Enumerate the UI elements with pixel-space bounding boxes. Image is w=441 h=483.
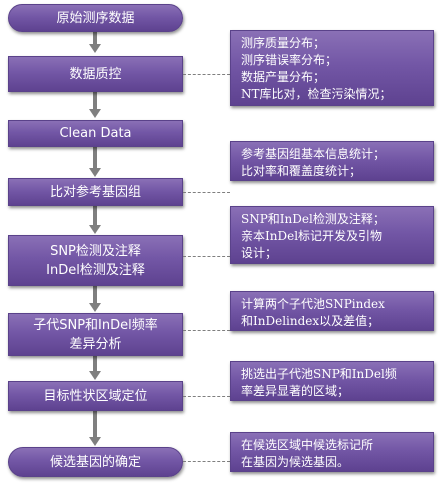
note-variant-line-2: 亲本InDel标记开发及引物	[241, 229, 383, 243]
arrow-4	[93, 206, 97, 225]
connector-alignment	[183, 192, 230, 193]
step-candidate-genes: 候选基因的确定	[8, 447, 183, 477]
step-quality-control: 数据质控	[8, 56, 183, 92]
step-variant-calling: SNP检测及注释 InDel检测及注释	[8, 235, 183, 286]
note-qc-line-4: NT库比对，检查污染情况；	[241, 87, 392, 101]
step-variant-calling-line-1: SNP检测及注释	[50, 243, 141, 259]
arrow-6-head	[89, 371, 101, 380]
note-frequency-line-1: 计算两个子代池SNPindex	[241, 297, 385, 311]
step-region-mapping-label: 目标性状区域定位	[43, 388, 148, 404]
step-clean-data-label: Clean Data	[59, 126, 132, 141]
note-variant-line-1: SNP和InDel检测及注释；	[241, 212, 385, 226]
note-qc-line-1: 测序质量分布；	[241, 36, 326, 50]
connector-qc	[183, 74, 230, 75]
arrow-6	[93, 356, 97, 371]
note-qc-line-3: 数据产量分布；	[241, 70, 326, 84]
connector-region	[183, 396, 230, 397]
step-raw-data: 原始测序数据	[8, 4, 183, 32]
arrow-1	[93, 30, 97, 44]
note-variant-line-3: 设计；	[241, 246, 278, 260]
arrow-4-head	[89, 225, 101, 234]
arrow-7	[93, 411, 97, 437]
note-genes-line-1: 在候选区域中候选标记所	[241, 438, 374, 452]
step-candidate-genes-label: 候选基因的确定	[49, 454, 141, 470]
connector-variant	[183, 256, 230, 257]
step-variant-calling-line-2: InDel检测及注释	[46, 262, 145, 278]
arrow-7-head	[89, 437, 101, 446]
arrow-2	[93, 92, 97, 109]
step-frequency-analysis-line-2: 差异分析	[69, 336, 122, 352]
step-region-mapping: 目标性状区域定位	[8, 381, 183, 411]
note-frequency-analysis: 计算两个子代池SNPindex 和InDelindex以及差值；	[230, 291, 434, 331]
arrow-3-head	[89, 168, 101, 177]
arrow-2-head	[89, 109, 101, 118]
step-frequency-analysis: 子代SNP和InDel频率 差异分析	[8, 313, 183, 356]
note-alignment: 参考基因组基本信息统计； 比对率和覆盖度统计；	[230, 141, 434, 181]
arrow-5	[93, 286, 97, 303]
connector-genes	[183, 461, 230, 462]
note-variant-calling: SNP和InDel检测及注释； 亲本InDel标记开发及引物 设计；	[230, 206, 434, 264]
note-region-mapping: 挑选出子代池SNP和InDel频 率差异显著的区域；	[230, 361, 434, 401]
note-alignment-line-2: 比对率和覆盖度统计；	[241, 164, 362, 178]
note-qc-line-2: 测序错误率分布；	[241, 53, 338, 67]
note-quality-control: 测序质量分布； 测序错误率分布； 数据产量分布； NT库比对，检查污染情况；	[230, 30, 434, 106]
step-clean-data: Clean Data	[8, 120, 183, 147]
note-alignment-line-1: 参考基因组基本信息统计；	[241, 147, 386, 161]
note-region-line-1: 挑选出子代池SNP和InDel频	[241, 367, 397, 381]
arrow-5-head	[89, 303, 101, 312]
arrow-1-head	[89, 44, 101, 53]
arrow-3	[93, 147, 97, 168]
note-region-line-2: 率差异显著的区域；	[241, 384, 350, 398]
note-genes-line-2: 在基因为候选基因。	[241, 455, 350, 469]
step-quality-control-label: 数据质控	[69, 66, 122, 82]
note-candidate-genes: 在候选区域中候选标记所 在基因为候选基因。	[230, 432, 434, 472]
step-alignment-label: 比对参考基因组	[49, 184, 141, 200]
note-frequency-line-2: 和InDelindex以及差值；	[241, 314, 380, 328]
step-alignment: 比对参考基因组	[8, 178, 183, 206]
step-raw-data-label: 原始测序数据	[56, 10, 135, 26]
step-frequency-analysis-line-1: 子代SNP和InDel频率	[33, 317, 158, 333]
connector-frequency	[183, 330, 230, 331]
